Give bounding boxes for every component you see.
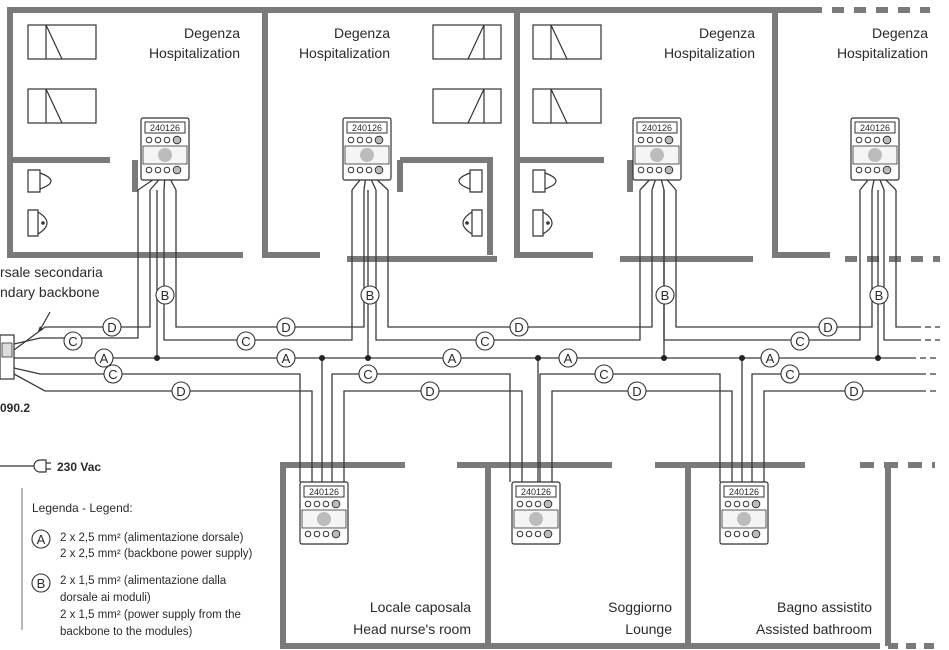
svg-text:D: D xyxy=(425,384,434,399)
power-plug: 230 Vac xyxy=(0,459,101,474)
room-1-en: Hospitalization xyxy=(149,45,240,61)
svg-text:ndary backbone: ndary backbone xyxy=(0,284,100,300)
svg-text:C: C xyxy=(795,334,804,349)
svg-text:240126: 240126 xyxy=(729,487,759,497)
room-3-en: Hospitalization xyxy=(664,45,755,61)
power-unit: 090.2 xyxy=(0,334,30,415)
svg-text:A: A xyxy=(564,351,573,366)
power-label: 230 Vac xyxy=(57,460,101,474)
bottom-room-labels: Locale caposala Head nurse's room Soggio… xyxy=(353,599,872,637)
svg-text:C: C xyxy=(599,367,608,382)
svg-text:C: C xyxy=(480,334,489,349)
svg-text:D: D xyxy=(632,384,641,399)
room-1-it: Degenza xyxy=(184,25,240,41)
svg-text:B: B xyxy=(37,576,46,591)
legend-title: Legenda - Legend: xyxy=(32,501,133,515)
wiring xyxy=(13,174,940,482)
svg-text:D: D xyxy=(176,384,185,399)
svg-text:240126: 240126 xyxy=(150,123,180,133)
svg-text:D: D xyxy=(514,320,523,335)
svg-text:D: D xyxy=(281,320,290,335)
beds xyxy=(27,24,602,124)
legend: Legenda - Legend: A 2 x 2,5 mm² (aliment… xyxy=(21,488,253,638)
svg-text:C: C xyxy=(68,334,77,349)
top-room-labels: Degenza Hospitalization Degenza Hospital… xyxy=(149,25,928,61)
svg-text:C: C xyxy=(241,334,250,349)
cable-markers: D C A C D B B B B D C A C D D C A A C D … xyxy=(63,285,889,401)
svg-text:rsale secondaria: rsale secondaria xyxy=(0,264,103,280)
room-2-it: Degenza xyxy=(334,25,390,41)
bottom-walls xyxy=(280,462,940,649)
svg-text:A: A xyxy=(766,351,775,366)
svg-text:backbone to the modules): backbone to the modules) xyxy=(60,626,193,638)
svg-text:D: D xyxy=(107,320,116,335)
room-3-it: Degenza xyxy=(699,25,755,41)
svg-text:240126: 240126 xyxy=(309,487,339,497)
svg-text:A: A xyxy=(37,532,46,547)
svg-text:A: A xyxy=(448,351,457,366)
svg-text:2 x 1,5 mm² (alimentazione dal: 2 x 1,5 mm² (alimentazione dalla xyxy=(60,575,227,587)
top-walls xyxy=(7,7,940,262)
backbone-label: rsale secondaria ndary backbone xyxy=(0,264,103,331)
svg-text:240126: 240126 xyxy=(860,123,890,133)
room-6-it: Soggiorno xyxy=(608,599,672,615)
room-4-it: Degenza xyxy=(872,25,928,41)
svg-text:D: D xyxy=(823,320,832,335)
svg-text:240126: 240126 xyxy=(352,123,382,133)
svg-text:A: A xyxy=(100,351,109,366)
room-5-it: Locale caposala xyxy=(370,599,471,615)
room-7-en: Assisted bathroom xyxy=(756,621,872,637)
svg-text:D: D xyxy=(849,384,858,399)
svg-text:240126: 240126 xyxy=(642,123,672,133)
svg-text:2 x 2,5 mm² (backbone power su: 2 x 2,5 mm² (backbone power supply) xyxy=(60,548,253,560)
svg-text:C: C xyxy=(363,367,372,382)
power-unit-code: 090.2 xyxy=(0,401,30,415)
svg-text:A: A xyxy=(282,351,291,366)
svg-text:B: B xyxy=(661,288,670,303)
svg-text:240126: 240126 xyxy=(521,487,551,497)
room-5-en: Head nurse's room xyxy=(353,621,471,637)
room-4-en: Hospitalization xyxy=(837,45,928,61)
module-displays: 240126 240126 240126 240126 240126 24012… xyxy=(150,123,890,497)
svg-text:C: C xyxy=(785,367,794,382)
svg-text:2 x 1,5 mm² (power supply from: 2 x 1,5 mm² (power supply from the xyxy=(60,609,241,621)
sanitary-fixtures xyxy=(27,169,557,237)
svg-text:B: B xyxy=(161,288,170,303)
svg-text:C: C xyxy=(108,367,117,382)
room-2-en: Hospitalization xyxy=(299,45,390,61)
svg-text:B: B xyxy=(875,288,884,303)
room-6-en: Lounge xyxy=(625,621,672,637)
svg-text:2 x 2,5 mm² (alimentazione dor: 2 x 2,5 mm² (alimentazione dorsale) xyxy=(60,532,244,544)
svg-text:dorsale ai moduli): dorsale ai moduli) xyxy=(60,592,151,604)
svg-text:B: B xyxy=(366,288,375,303)
room-7-it: Bagno assistito xyxy=(777,599,872,615)
